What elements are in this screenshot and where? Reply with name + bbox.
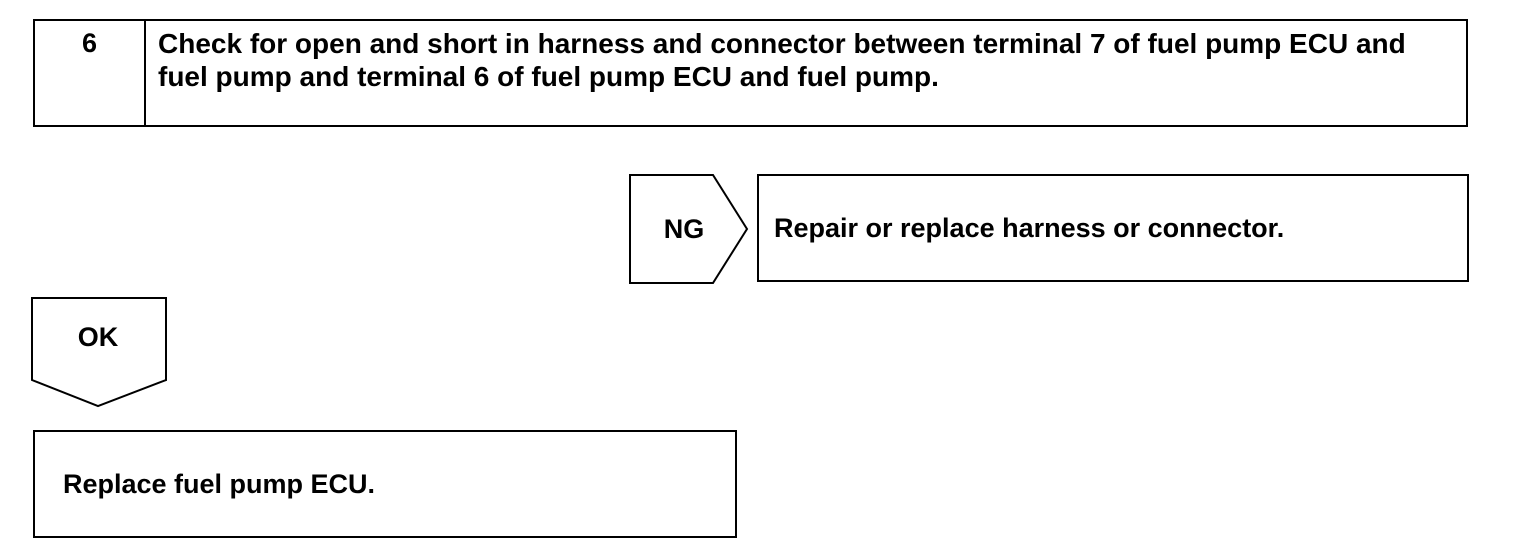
- ok-arrow-tag: OK: [31, 297, 169, 409]
- step-number: 6: [35, 21, 146, 125]
- step-description: Check for open and short in harness and …: [158, 28, 1406, 92]
- ok-action-box: Replace fuel pump ECU.: [33, 430, 737, 538]
- step-box: 6 Check for open and short in harness an…: [33, 19, 1468, 127]
- ok-label: OK: [77, 322, 119, 352]
- down-arrow-icon: [31, 297, 167, 408]
- ng-action-box: Repair or replace harness or connector.: [757, 174, 1469, 282]
- ng-arrow-tag: NG: [629, 174, 749, 284]
- right-arrow-icon: [629, 174, 749, 284]
- ng-label: NG: [663, 214, 705, 244]
